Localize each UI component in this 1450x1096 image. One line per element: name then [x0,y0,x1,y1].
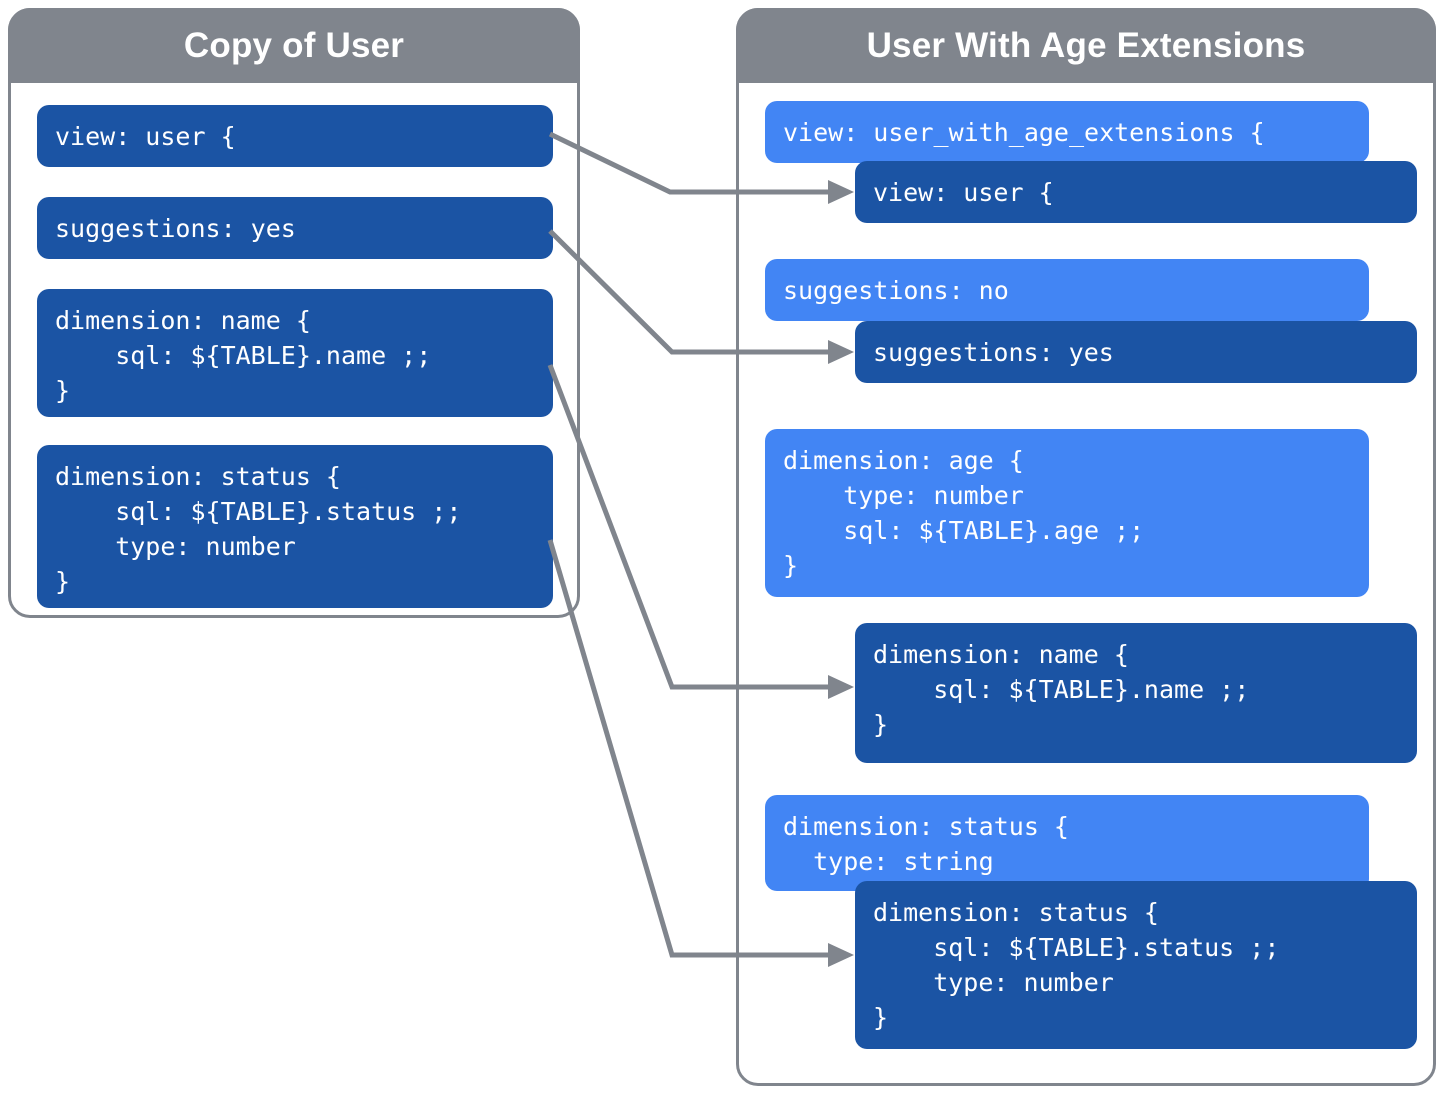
code-block-inherited-dimension-name: dimension: name { sql: ${TABLE}.name ;; … [855,623,1417,763]
panel-user-with-age-extensions-title: User With Age Extensions [736,8,1436,83]
code-block-inherited-view-user: view: user { [855,161,1417,223]
code-block-dimension-status: dimension: status { sql: ${TABLE}.status… [37,445,553,608]
panel-copy-of-user-title: Copy of User [8,8,580,83]
code-block-suggestions-no: suggestions: no [765,259,1369,321]
code-block-dimension-age: dimension: age { type: number sql: ${TAB… [765,429,1369,597]
code-block-dimension-status-override: dimension: status { type: string [765,795,1369,891]
panel-copy-of-user: Copy of User view: user { suggestions: y… [8,8,580,618]
code-block-inherited-dimension-status: dimension: status { sql: ${TABLE}.status… [855,881,1417,1049]
code-block-dimension-name: dimension: name { sql: ${TABLE}.name ;; … [37,289,553,417]
code-block-view-user-with-age-extensions: view: user_with_age_extensions { [765,101,1369,163]
panel-user-with-age-extensions: User With Age Extensions view: user_with… [736,8,1436,1086]
code-block-suggestions-yes: suggestions: yes [37,197,553,259]
code-block-view-user: view: user { [37,105,553,167]
code-block-inherited-suggestions-yes: suggestions: yes [855,321,1417,383]
